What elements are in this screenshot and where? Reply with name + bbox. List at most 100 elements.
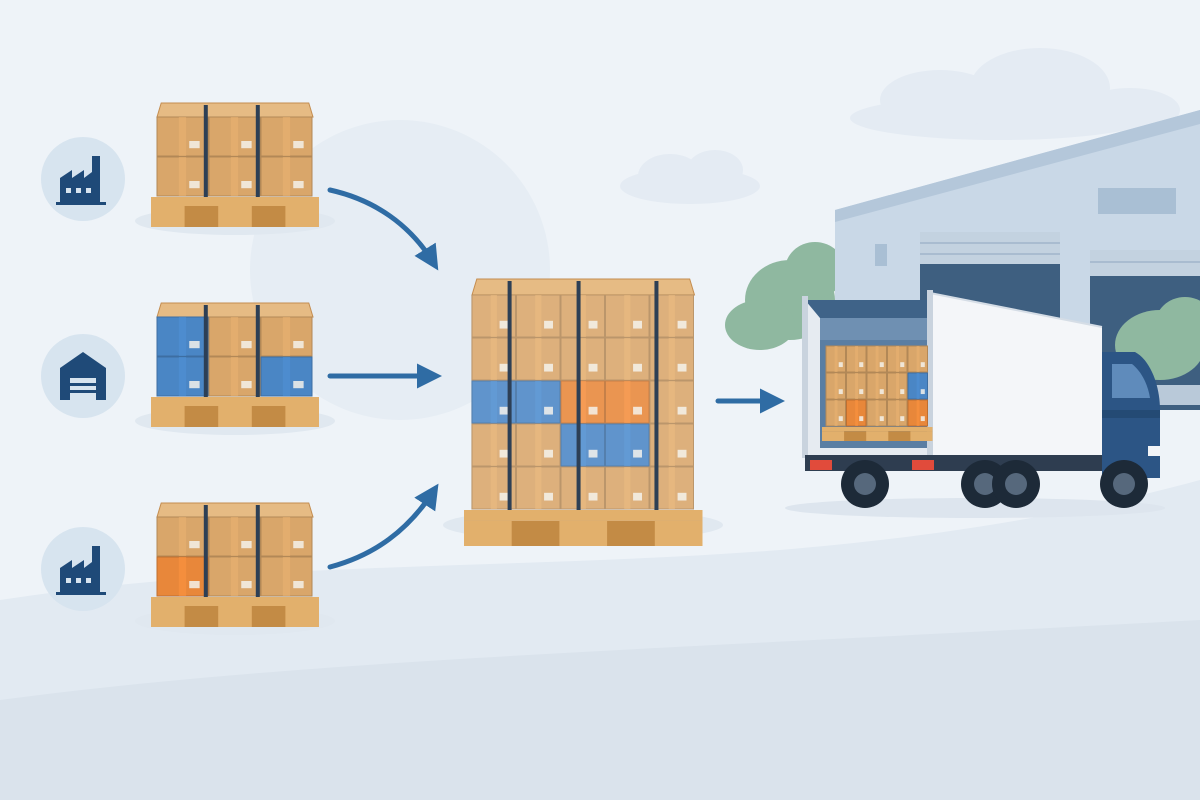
box-tape [579, 381, 586, 423]
box-tape [668, 381, 675, 423]
box-label [838, 362, 843, 368]
box-label [544, 492, 553, 501]
pallet-deck [151, 397, 319, 406]
source-pallet [135, 502, 335, 635]
box-tape [916, 373, 920, 399]
strap [203, 305, 208, 397]
box-label [241, 181, 252, 189]
truck-wheel [841, 460, 889, 508]
pallet-block [910, 431, 933, 441]
box-tape [230, 317, 239, 356]
box-tape [535, 467, 542, 509]
ground-band-lower [0, 620, 1200, 800]
box-label [900, 389, 905, 395]
box-label [633, 320, 642, 329]
truck-cargo-pallet [822, 345, 933, 441]
box-label [499, 406, 509, 415]
box-label [677, 449, 687, 458]
box-label [677, 320, 687, 329]
box-tape [875, 400, 879, 426]
strap [255, 105, 260, 197]
pallet-deck [151, 197, 319, 206]
box-label [859, 389, 864, 395]
box-tape [624, 467, 631, 509]
cloud [850, 48, 1180, 140]
pallet-block [151, 406, 185, 427]
box-tape [834, 373, 838, 399]
box-tape [834, 400, 838, 426]
box-label [189, 541, 200, 549]
box-tape [624, 295, 631, 337]
box-label [859, 362, 864, 368]
box-tape [230, 357, 239, 396]
box-tape [535, 381, 542, 423]
source-node [41, 137, 125, 221]
box-label [588, 406, 598, 415]
box-label [588, 492, 598, 501]
stretch-wrap [472, 295, 695, 510]
tail-light [912, 460, 934, 470]
box-tape [230, 557, 239, 596]
box-label [588, 320, 598, 329]
box-label [544, 406, 553, 415]
box-tape [178, 557, 187, 596]
box-tape [668, 338, 675, 380]
box-label [879, 362, 884, 368]
box-label [241, 381, 252, 389]
box-label [293, 341, 304, 349]
factory-icon [56, 156, 106, 205]
strap [255, 305, 260, 397]
box-label [588, 363, 598, 372]
stack-top [156, 102, 314, 118]
truck-wheel [992, 460, 1040, 508]
box-tape [490, 295, 497, 337]
box-label [189, 181, 200, 189]
box-tape [178, 317, 187, 356]
pallet-deck [822, 427, 933, 432]
pallet-block [151, 206, 185, 227]
truck-windshield [1112, 364, 1150, 398]
box-tape [916, 346, 920, 372]
box-label [293, 381, 304, 389]
cloud [620, 150, 760, 204]
truck-shadow [785, 498, 1165, 518]
box-label [838, 416, 843, 422]
box-tape [282, 317, 291, 356]
pallet-block [464, 520, 512, 546]
box-tape [624, 381, 631, 423]
box-tape [535, 295, 542, 337]
box-tape [896, 346, 899, 372]
pallet-block [559, 520, 608, 546]
strap [576, 281, 581, 510]
box-tape [896, 400, 899, 426]
box-tape [282, 157, 291, 196]
box-label [544, 363, 553, 372]
box-tape [282, 517, 291, 556]
pallet-block [218, 206, 252, 227]
box-tape [282, 117, 291, 156]
box-label [499, 449, 509, 458]
strap [203, 505, 208, 597]
box-tape [579, 338, 586, 380]
box-tape [490, 338, 497, 380]
box-label [633, 492, 642, 501]
box-label [293, 581, 304, 589]
box-label [920, 416, 925, 422]
box-tape [282, 357, 291, 396]
box-label [241, 541, 252, 549]
stack-top [156, 502, 314, 518]
source-node [41, 334, 125, 418]
box-label [293, 141, 304, 149]
box-label [293, 181, 304, 189]
box-tape [579, 295, 586, 337]
box-label [189, 381, 200, 389]
box-tape [535, 338, 542, 380]
box-tape [875, 373, 879, 399]
box-label [293, 541, 304, 549]
box-label [189, 141, 200, 149]
pallet-block [285, 206, 319, 227]
pallet-block [151, 606, 185, 627]
cargo-box [930, 293, 1102, 455]
